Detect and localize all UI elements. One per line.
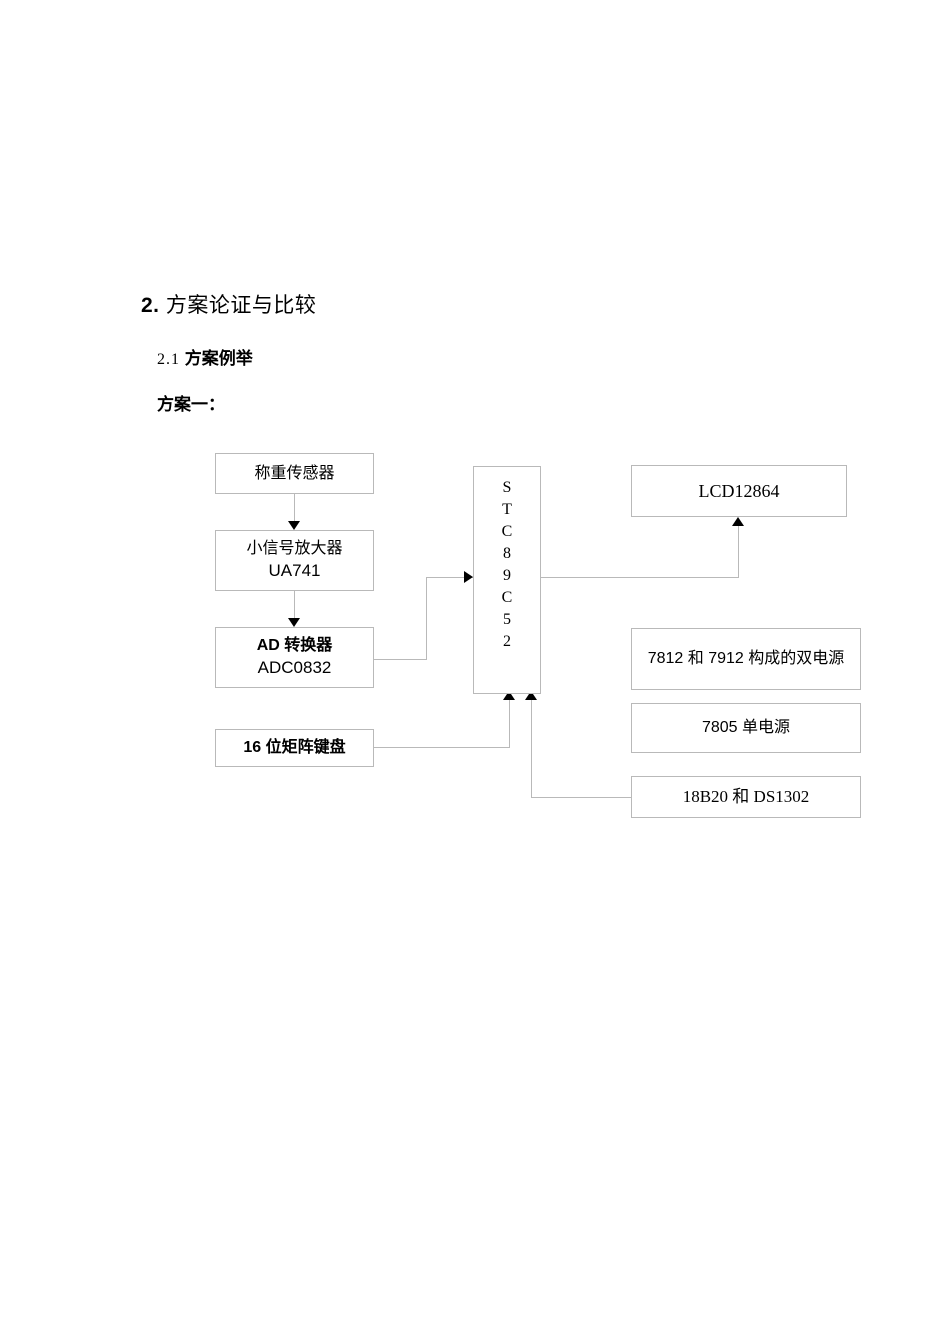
connector-amplifier-adc (294, 590, 295, 620)
connector-adc-mcu-v (426, 577, 427, 660)
node-amplifier-label: 小信号放大器 (246, 540, 343, 558)
arrowhead-loadcell-amplifier (288, 521, 300, 530)
connector-loadcell-amplifier (294, 493, 295, 523)
arrowhead-adc-mcu (464, 571, 473, 583)
node-dual-supply[interactable]: 7812 和 7912 构成的双电源 (631, 628, 861, 690)
connector-sensors-mcu-h (531, 797, 631, 798)
node-lcd[interactable]: LCD12864 (631, 465, 847, 517)
node-dual-supply-label: 7812 和 7912 构成的双电源 (647, 650, 845, 668)
node-mcu-char: S (502, 479, 512, 496)
node-keypad-label: 16 位矩阵键盘 (243, 739, 346, 757)
node-adc-label: AD 转换器 (256, 637, 333, 655)
connector-adc-mcu-h1 (374, 659, 426, 660)
connector-mcu-lcd-v (738, 526, 739, 578)
node-mcu-char: C (501, 523, 513, 540)
connector-adc-mcu-h2 (426, 577, 473, 578)
section-heading: 2. 方案论证与比较 (141, 292, 316, 320)
node-adc[interactable]: AD 转换器 ADC0832 (215, 627, 374, 688)
node-mcu[interactable]: S T C 8 9 C 5 2 (473, 466, 541, 694)
node-single-supply[interactable]: 7805 单电源 (631, 703, 861, 753)
subsection-heading: 2.1 方案例举 (157, 347, 253, 372)
node-mcu-char: 9 (503, 567, 511, 584)
node-load-cell[interactable]: 称重传感器 (215, 453, 374, 494)
node-mcu-char: C (501, 589, 513, 606)
section-heading-text: 方案论证与比较 (165, 294, 317, 317)
section-heading-number: 2. (141, 294, 160, 317)
node-mcu-char: 2 (503, 633, 511, 650)
node-mcu-char: 8 (503, 545, 511, 562)
connector-mcu-lcd-h (541, 577, 739, 578)
node-load-cell-label: 称重传感器 (254, 464, 335, 482)
subsection-heading-text: 方案例举 (184, 349, 253, 368)
arrowhead-mcu-lcd (732, 517, 744, 526)
node-adc-part: ADC0832 (257, 657, 332, 677)
node-mcu-char: T (502, 501, 512, 518)
arrowhead-sensors-mcu (525, 691, 537, 700)
arrowhead-keypad-mcu (503, 691, 515, 700)
connector-keypad-mcu-h (374, 747, 510, 748)
node-keypad[interactable]: 16 位矩阵键盘 (215, 729, 374, 767)
node-lcd-label: LCD12864 (698, 480, 780, 501)
node-sensors-rtc-label: 18B20 和 DS1302 (682, 786, 810, 806)
connector-keypad-mcu-v (509, 700, 510, 748)
node-sensors-rtc[interactable]: 18B20 和 DS1302 (631, 776, 861, 818)
node-mcu-char: 5 (503, 611, 511, 628)
arrowhead-amplifier-adc (288, 618, 300, 627)
subsection-heading-number: 2.1 (157, 351, 180, 368)
connector-sensors-mcu-v (531, 700, 532, 798)
node-amplifier-part: UA741 (268, 560, 321, 580)
case-label: 方案一： (157, 395, 225, 414)
node-amplifier[interactable]: 小信号放大器 UA741 (215, 530, 374, 591)
node-single-supply-label: 7805 单电源 (701, 719, 791, 737)
